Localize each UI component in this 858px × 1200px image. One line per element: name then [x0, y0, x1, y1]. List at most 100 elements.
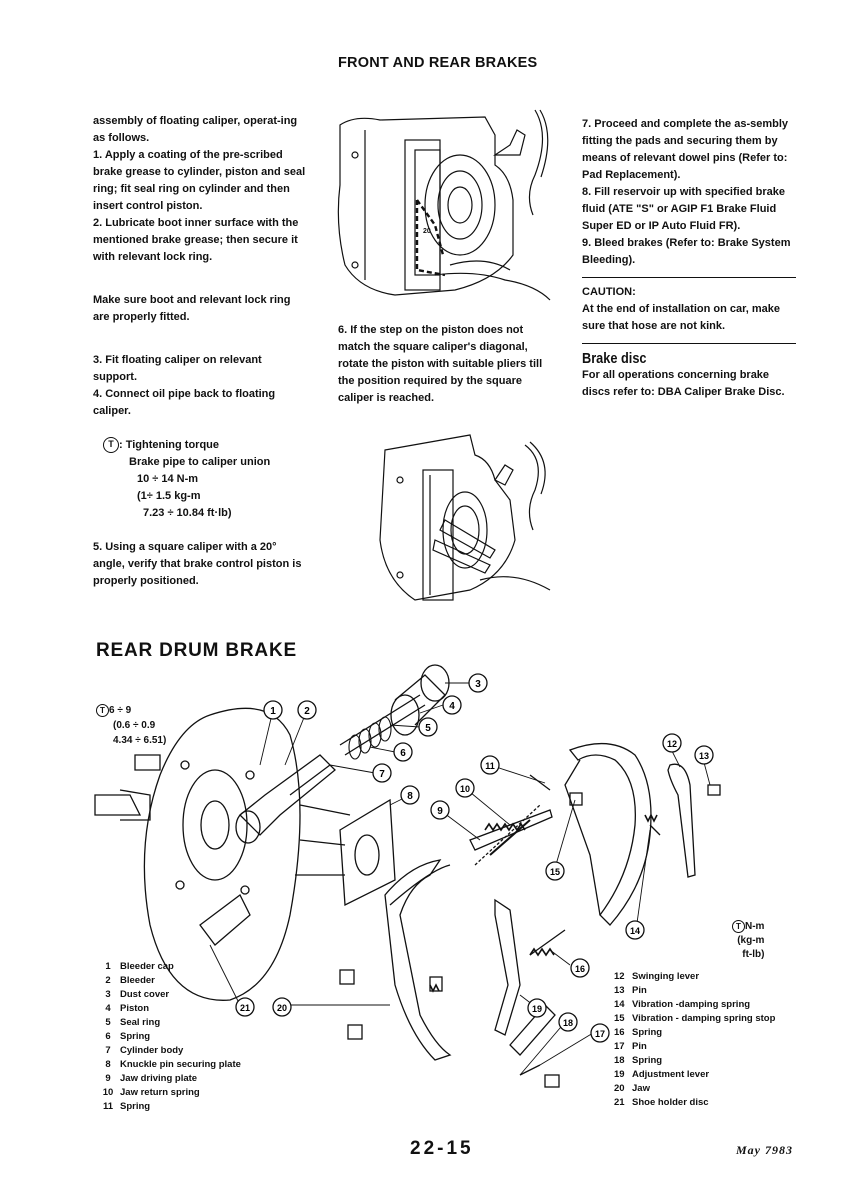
svg-text:16: 16: [575, 964, 585, 974]
legend-number: 12: [614, 971, 625, 982]
torque-value: 10 ÷ 14 N-m: [137, 473, 199, 485]
legend-text: Swinging lever: [632, 971, 700, 982]
legend-text: Jaw return spring: [120, 1087, 200, 1098]
legend-number: 18: [614, 1055, 625, 1066]
caliper-square-illustration: 20: [337, 109, 551, 301]
svg-text:2: 2: [304, 706, 310, 717]
step-1: 1. Apply a coating of the pre-scribed br…: [93, 149, 306, 212]
subheading-brake-disc: Brake disc: [582, 350, 647, 367]
svg-text:10: 10: [460, 784, 470, 794]
torque-label: : Tightening torque: [119, 439, 220, 451]
text-column-right: 7. Proceed and complete the as-sembly fi…: [582, 116, 796, 401]
legend-text: Shoe holder disc: [632, 1097, 709, 1108]
callout-17: 17: [590, 1023, 610, 1043]
text-column-left: assembly of floating caliper, operat-ing…: [93, 113, 308, 590]
callout-2: 2: [297, 700, 317, 720]
svg-text:7: 7: [379, 769, 385, 780]
torque-value: 7.23 ÷ 10.84 ft·lb): [143, 507, 232, 519]
legend-text: Spring: [120, 1031, 151, 1042]
torque-line: Brake pipe to caliper union: [129, 456, 271, 468]
svg-text:14: 14: [630, 926, 640, 936]
legend-number: 16: [614, 1027, 625, 1038]
callout-11: 11: [480, 755, 500, 775]
step-6: 6. If the step on the piston does not ma…: [338, 324, 543, 404]
step-7: 7. Proceed and complete the as-sembly fi…: [582, 118, 789, 181]
text-column-middle: 6. If the step on the piston does not ma…: [338, 322, 550, 407]
svg-text:13: 13: [699, 751, 709, 761]
divider: [582, 277, 796, 278]
callout-3: 3: [468, 673, 488, 693]
divider: [582, 343, 796, 344]
legend-text: Pin: [632, 1041, 647, 1052]
legend-text: Jaw: [632, 1083, 650, 1094]
legend-text: Bleeder cap: [120, 961, 174, 972]
legend-number: 2: [105, 975, 111, 986]
callout-14: 14: [625, 920, 645, 940]
caution-title: CAUTION:: [582, 286, 636, 298]
step-9: 9. Bleed brakes (Refer to: Brake System …: [582, 237, 791, 266]
legend-number: 15: [614, 1013, 625, 1024]
callout-20: 20: [272, 997, 292, 1017]
step-8: 8. Fill reservoir up with specified brak…: [582, 186, 785, 232]
legend-text: Cylinder body: [120, 1045, 184, 1056]
svg-text:18: 18: [563, 1018, 573, 1028]
callout-12: 12: [662, 733, 682, 753]
torque-icon: T: [96, 703, 109, 717]
step-4: 4. Connect oil pipe back to floating cal…: [93, 388, 276, 417]
note: Make sure boot and relevant lock ring ar…: [93, 294, 291, 323]
torque-heading: T: Tightening torque: [93, 437, 308, 454]
legend-number: 19: [614, 1069, 625, 1080]
svg-text:4: 4: [449, 701, 455, 712]
legend-number: 20: [614, 1083, 625, 1094]
torque-icon: T: [732, 920, 745, 933]
svg-text:8: 8: [407, 791, 413, 802]
legend-text: Vibration -damping spring: [632, 999, 751, 1010]
torque-spec-value: 4.34 ÷ 6.51): [113, 735, 167, 746]
callout-10: 10: [455, 778, 475, 798]
step-3: 3. Fit floating caliper on relevant supp…: [93, 354, 262, 383]
page-number: 22-15: [410, 1138, 474, 1159]
callout-9: 9: [430, 800, 450, 820]
torque-value: (1÷ 1.5 kg-m: [137, 490, 201, 502]
caliper-pliers-illustration: [379, 434, 551, 601]
legend-number: 17: [614, 1041, 625, 1052]
callout-15: 15: [545, 861, 565, 881]
legend-text: Dust cover: [120, 989, 170, 1000]
legend-text: Bleeder: [120, 975, 155, 986]
legend-item: 14 Vibration -damping spring: [614, 998, 814, 1012]
shoe-holder-disc: [143, 707, 301, 1001]
legend-item: 17 Pin: [614, 1040, 814, 1054]
unit-key-line: (kg-m: [737, 935, 765, 947]
callouts: 1 2 3 4 5 6 7 8 9 10 11 12 13 14 15 16 1…: [235, 673, 714, 1043]
angle-label: 20: [423, 228, 431, 235]
legend-number: 6: [105, 1031, 111, 1042]
callout-4: 4: [442, 695, 462, 715]
svg-text:11: 11: [485, 761, 495, 771]
legend-item: 6 Spring: [96, 1030, 266, 1044]
section-title: REAR DRUM BRAKE: [96, 640, 297, 661]
legend-item: 12 Swinging lever: [614, 970, 814, 984]
torque-icon: T: [103, 437, 119, 454]
svg-text:17: 17: [595, 1029, 605, 1039]
brake-disc-text: For all operations concerning brake disc…: [582, 369, 785, 398]
legend-number: 1: [105, 961, 111, 972]
callout-13: 13: [694, 745, 714, 765]
step-5: 5. Using a square caliper with a 20° ang…: [93, 541, 302, 587]
svg-text:6: 6: [400, 748, 406, 759]
rear-drum-brake-exploded-diagram: 1 2 3 4 5 6 7 8 9 10 11 12 13 14 15 16 1…: [94, 664, 721, 1088]
step-2: 2. Lubricate boot inner surface with the…: [93, 217, 299, 263]
publication-date: May 7983: [736, 1143, 793, 1157]
legend-number: 14: [614, 999, 625, 1010]
